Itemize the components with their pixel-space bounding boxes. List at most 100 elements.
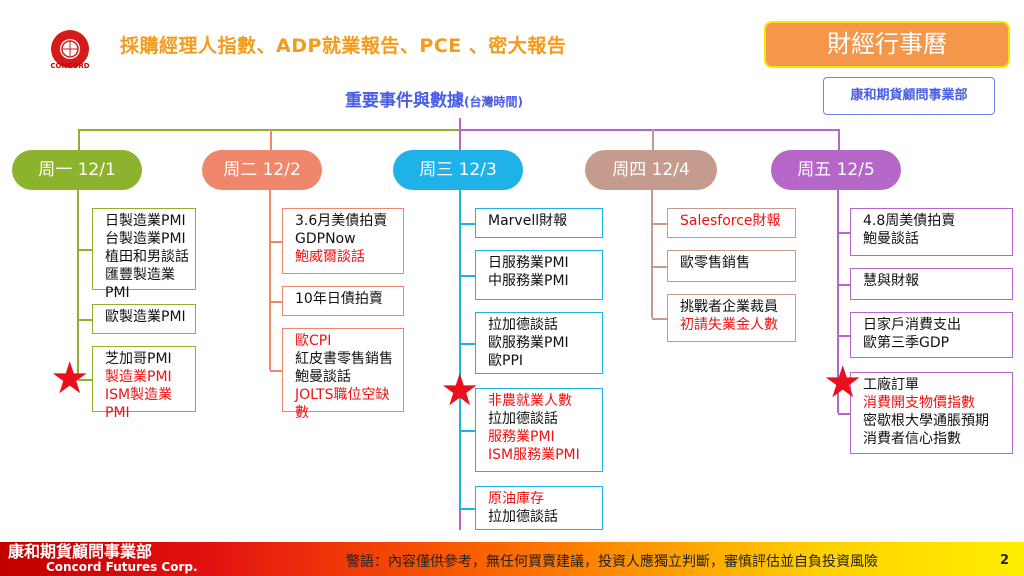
event-item-highlight: 服務業PMI (488, 429, 555, 445)
day-trunk (837, 190, 839, 413)
subtitle-text: 重要事件與數據 (345, 91, 464, 111)
day-header-fri: 周五 12/5 (771, 150, 901, 190)
star-icon: ★ (440, 365, 480, 416)
event-item: 歐PPI (488, 353, 524, 369)
connector-up (270, 129, 272, 151)
connector-top-right (460, 129, 840, 131)
event-item: 慧與財報 (863, 273, 919, 289)
event-item: 歐零售銷售 (680, 255, 750, 271)
connector-up (652, 129, 654, 151)
event-item: 日服務業PMI (488, 255, 569, 271)
event-item: 拉加德談話 (488, 317, 558, 333)
event-box: Salesforce財報 (667, 208, 796, 238)
logo-text: CONCORD (50, 62, 90, 70)
event-item: 芝加哥PMI (105, 351, 172, 367)
event-item-highlight: 消費開支物價指數 (863, 395, 975, 411)
page-number: 2 (1000, 553, 1010, 568)
event-item: 10年日債拍賣 (295, 291, 383, 307)
calendar-badge: 財經行事曆 (764, 21, 1010, 68)
event-box: 歐CPI 紅皮書零售銷售鮑曼談話 JOLTS職位空缺數 (282, 328, 404, 421)
day-header-tue: 周二 12/2 (202, 150, 322, 190)
branch (460, 508, 475, 510)
event-item: 日家戶消費支出 (863, 317, 961, 333)
event-item: 歐製造業PMI (105, 309, 186, 325)
event-item: 3.6月美債拍賣 (295, 213, 388, 229)
event-item-highlight: JOLTS職位空缺數 (295, 387, 390, 421)
branch (838, 232, 850, 234)
event-box: 拉加德談話歐服務業PMI 歐PPI (475, 312, 603, 374)
day-trunk (77, 190, 79, 379)
event-item-highlight: 製造業PMI (105, 369, 172, 385)
day-header-mon: 周一 12/1 (12, 150, 142, 190)
event-item: 鮑曼談話 (295, 369, 351, 385)
branch (460, 430, 475, 432)
event-item: 植田和男談話 (105, 249, 189, 265)
branch (460, 223, 475, 225)
branch (838, 284, 850, 286)
branch (652, 223, 667, 225)
event-box: 原油庫存拉加德談話 (475, 486, 603, 530)
event-item: 紅皮書零售銷售 (295, 351, 393, 367)
concord-logo-icon (51, 30, 89, 68)
event-item: 匯豐製造業PMI (105, 267, 175, 301)
event-box: 日家戶消費支出歐第三季GDP (850, 312, 1013, 358)
event-box: 4.8周美債拍賣鮑曼談話 (850, 208, 1013, 256)
event-item: 日製造業PMI (105, 213, 186, 229)
day-trunk (459, 190, 461, 508)
page-title: 採購經理人指數、ADP就業報告、PCE 、密大報告 (120, 35, 567, 57)
branch (652, 266, 667, 268)
event-box: 日服務業PMI 中服務業PMI (475, 250, 603, 300)
department-badge: 康和期貨顧問事業部 (823, 77, 995, 115)
day-trunk (651, 190, 653, 318)
event-box: 芝加哥PMI 製造業PMI ISM製造業PMI (92, 346, 196, 421)
footer-company-en: Concord Futures Corp. (46, 560, 198, 574)
subtitle: 重要事件與數據(台灣時間) (345, 86, 523, 111)
event-item-highlight: Salesforce財報 (680, 213, 781, 229)
event-box: 歐製造業PMI (92, 304, 196, 334)
branch (838, 413, 850, 415)
event-item: 工廠訂單 (863, 377, 919, 393)
event-box: 3.6月美債拍賣 GDPNow 鮑威爾談話 (282, 208, 404, 274)
branch (460, 343, 475, 345)
connector-top-left (78, 129, 460, 131)
event-item-highlight: 歐CPI (295, 333, 332, 349)
event-item: 中服務業PMI (488, 273, 569, 289)
event-box: 慧與財報 (850, 268, 1013, 300)
event-item: 密歇根大學通脹預期 (863, 413, 989, 429)
event-item-highlight: 鮑威爾談話 (295, 249, 365, 265)
star-icon: ★ (823, 357, 863, 408)
branch (78, 319, 92, 321)
event-item: 歐服務業PMI (488, 335, 569, 351)
event-box: Marvell財報 (475, 208, 603, 238)
event-item: 挑戰者企業裁員 (680, 299, 778, 315)
event-item-highlight: 初請失業金人數 (680, 317, 778, 333)
branch (652, 318, 667, 320)
event-box: 工廠訂單消費開支物價指數密歇根大學通脹預期消費者信心指數 (850, 372, 1013, 454)
event-item: 消費者信心指數 (863, 431, 961, 447)
event-box: 日製造業PMI 台製造業PMI 植田和男談話匯豐製造業PMI (92, 208, 196, 301)
day-trunk (269, 190, 271, 370)
event-item: 台製造業PMI (105, 231, 186, 247)
footer-bar (0, 542, 1024, 576)
day-header-wed: 周三 12/3 (393, 150, 523, 190)
event-item: 歐第三季GDP (863, 335, 950, 351)
branch (460, 275, 475, 277)
branch (78, 379, 92, 381)
disclaimer: 警語：內容僅供參考，無任何買賣建議，投資人應獨立判斷，審慎評估並自負投資風險 (346, 554, 878, 570)
event-item: Marvell財報 (488, 213, 568, 229)
event-item: 拉加德談話 (488, 411, 558, 427)
event-item-highlight: 非農就業人數 (488, 393, 572, 409)
event-box: 非農就業人數拉加德談話服務業PMI ISM服務業PMI (475, 388, 603, 472)
branch (78, 249, 92, 251)
star-icon: ★ (50, 353, 90, 404)
event-item: 拉加德談話 (488, 509, 558, 525)
branch (838, 335, 850, 337)
event-item: GDPNow (295, 231, 356, 247)
branch (270, 370, 282, 372)
event-item-highlight: ISM製造業PMI (105, 387, 173, 421)
event-item-highlight: 原油庫存 (488, 491, 544, 507)
event-item-highlight: ISM服務業PMI (488, 447, 580, 463)
branch (270, 301, 282, 303)
day-header-thu: 周四 12/4 (585, 150, 717, 190)
event-item: 4.8周美債拍賣 (863, 213, 956, 229)
